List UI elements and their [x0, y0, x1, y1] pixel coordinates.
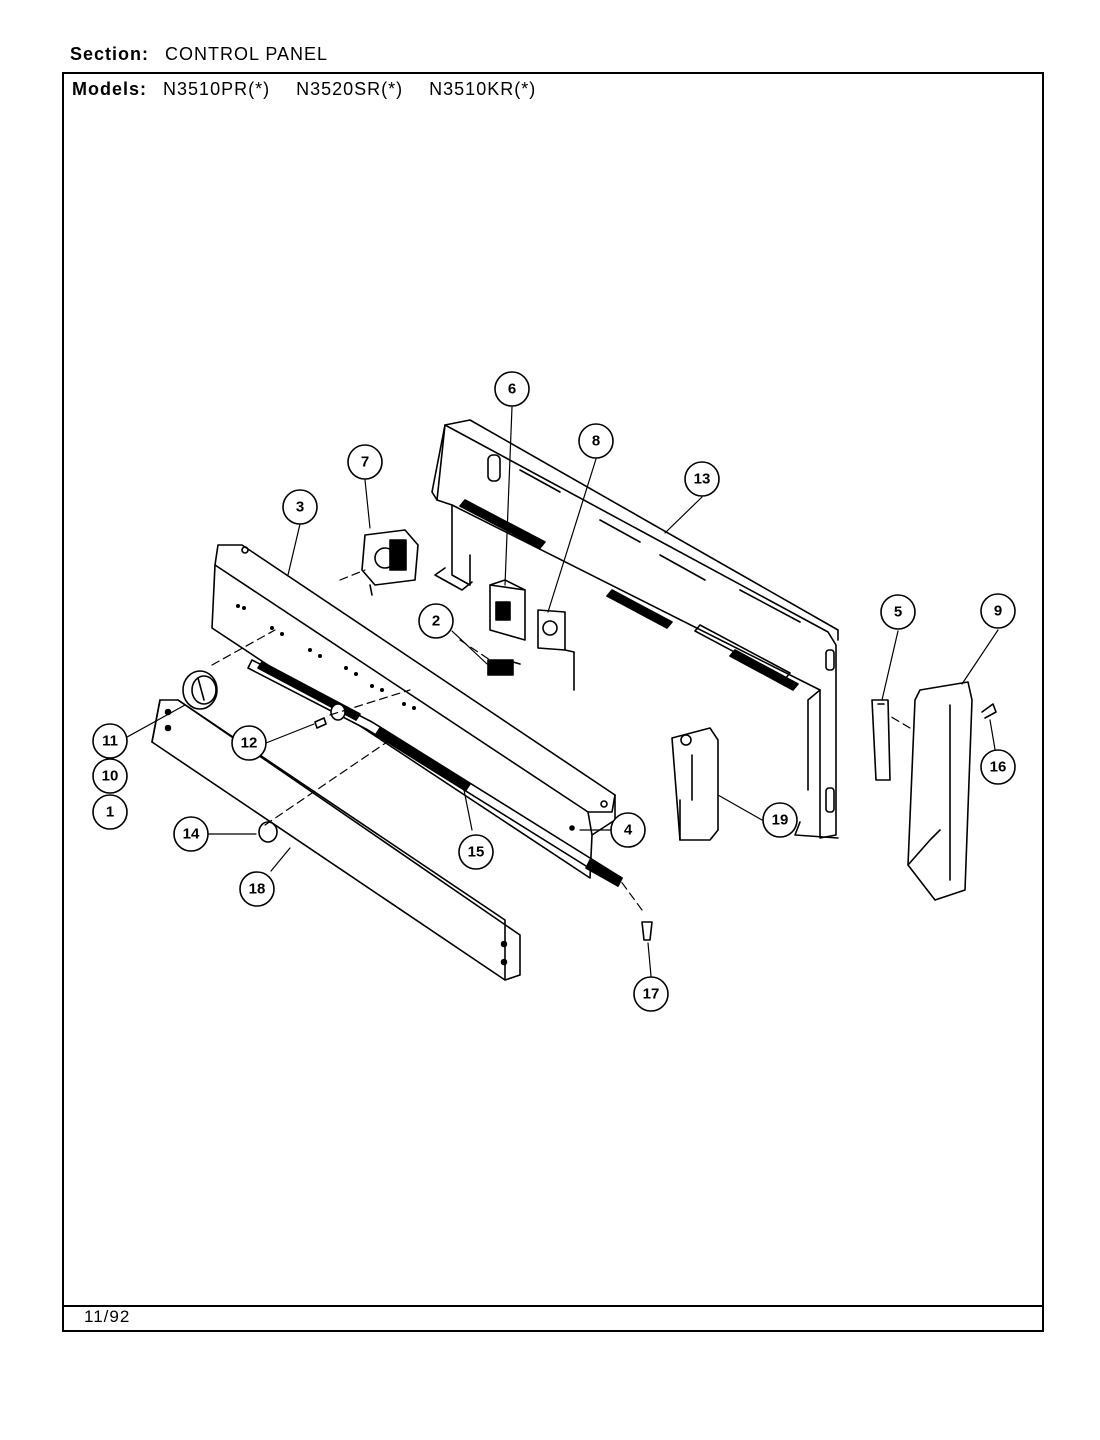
callout-number: 11	[102, 733, 118, 750]
callout-8: 8	[578, 423, 614, 459]
panel-edge-part	[569, 825, 575, 831]
callout-number: 15	[468, 844, 485, 861]
callout-12: 12	[231, 725, 267, 761]
section-label: Section:	[70, 44, 150, 64]
callout-number: 8	[592, 433, 600, 450]
callout-number: 13	[694, 471, 711, 488]
front-panel-part	[211, 544, 616, 879]
callout-2: 2	[418, 603, 454, 639]
callout-6: 6	[494, 371, 530, 407]
callout-number: 18	[249, 881, 266, 898]
callout-11: 11	[92, 723, 128, 759]
callout-number: 17	[643, 986, 660, 1003]
callout-10: 10	[92, 758, 128, 794]
callout-number: 9	[994, 603, 1002, 620]
end-screw-part	[981, 703, 997, 719]
callout-number: 14	[183, 826, 200, 843]
knob-part	[182, 670, 218, 710]
callout-number: 19	[772, 812, 789, 829]
side-bracket-part	[671, 727, 719, 841]
callout-number: 3	[296, 499, 304, 516]
footer-date: 11/92	[84, 1307, 131, 1326]
box-part	[489, 579, 526, 641]
callout-number: 4	[624, 822, 633, 839]
model-code: N3510PR(*)	[163, 79, 271, 99]
callout-18: 18	[239, 871, 275, 907]
end-trim-part	[907, 681, 973, 901]
callout-16: 16	[980, 749, 1016, 785]
model-code: N3510KR(*)	[429, 79, 537, 99]
callouts: 1 2 3 4 5 6 7 8 9 10 11 12 13 14 15 16 1…	[92, 371, 1016, 1012]
callout-number: 7	[361, 454, 369, 471]
callout-number: 6	[508, 381, 516, 398]
callout-1: 1	[92, 794, 128, 830]
bushing-part	[258, 821, 278, 843]
bottom-screw-part	[641, 921, 653, 941]
diagram-frame	[62, 72, 1044, 1332]
switch-part	[361, 529, 419, 596]
lower-bar-part	[151, 699, 521, 981]
callout-7: 7	[347, 444, 383, 480]
rear-panel-part	[431, 419, 839, 839]
callout-number: 5	[894, 604, 902, 621]
callout-number: 10	[102, 768, 119, 785]
footer-divider	[62, 1305, 1044, 1307]
callout-17: 17	[633, 976, 669, 1012]
connector-part	[487, 659, 521, 676]
callout-9: 9	[980, 593, 1016, 629]
callout-13: 13	[684, 461, 720, 497]
end-cap-part	[871, 699, 891, 781]
callout-number: 12	[241, 735, 258, 752]
callout-19: 19	[762, 802, 798, 838]
section-value: CONTROL PANEL	[165, 44, 329, 64]
callout-14: 14	[173, 816, 209, 852]
callout-4: 4	[610, 812, 646, 848]
callout-number: 16	[990, 759, 1007, 776]
callout-number: 1	[106, 804, 114, 821]
socket-part	[537, 609, 575, 691]
models-label: Models:	[72, 79, 148, 99]
leader-lines	[119, 406, 999, 977]
model-code: N3520SR(*)	[296, 79, 404, 99]
section-heading: Section: CONTROL PANEL	[70, 44, 328, 65]
callout-5: 5	[880, 594, 916, 630]
models-heading: Models: N3510PR(*) N3520SR(*) N3510KR(*)	[72, 79, 556, 100]
callout-15: 15	[458, 834, 494, 870]
callout-3: 3	[282, 489, 318, 525]
washer-part	[330, 703, 346, 721]
screw-part	[314, 717, 327, 729]
callout-number: 2	[432, 613, 440, 630]
